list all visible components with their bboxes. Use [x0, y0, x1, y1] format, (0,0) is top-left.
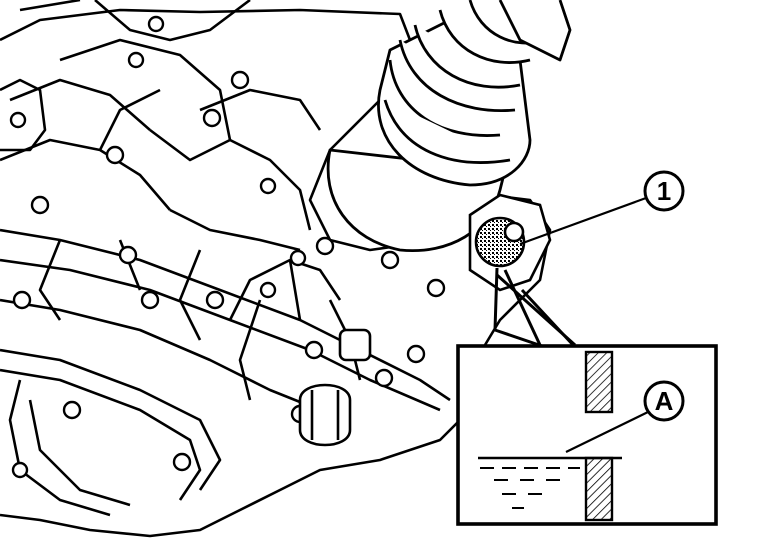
driveshaft-boot: [326, 0, 572, 253]
leader-line-a: [565, 411, 649, 453]
callout-1: 1: [643, 170, 685, 212]
callout-a: A: [643, 380, 685, 422]
callout-1-label: 1: [657, 176, 671, 206]
callout-a-label: A: [655, 386, 674, 416]
fill-plug: [468, 193, 552, 292]
transmission-case: [0, 0, 552, 538]
leader-line-1: [519, 196, 647, 246]
detail-view: A: [456, 267, 718, 526]
fluid-dashes: [480, 467, 580, 509]
case-bolts: [9, 15, 498, 479]
connector-boss: [298, 328, 372, 447]
